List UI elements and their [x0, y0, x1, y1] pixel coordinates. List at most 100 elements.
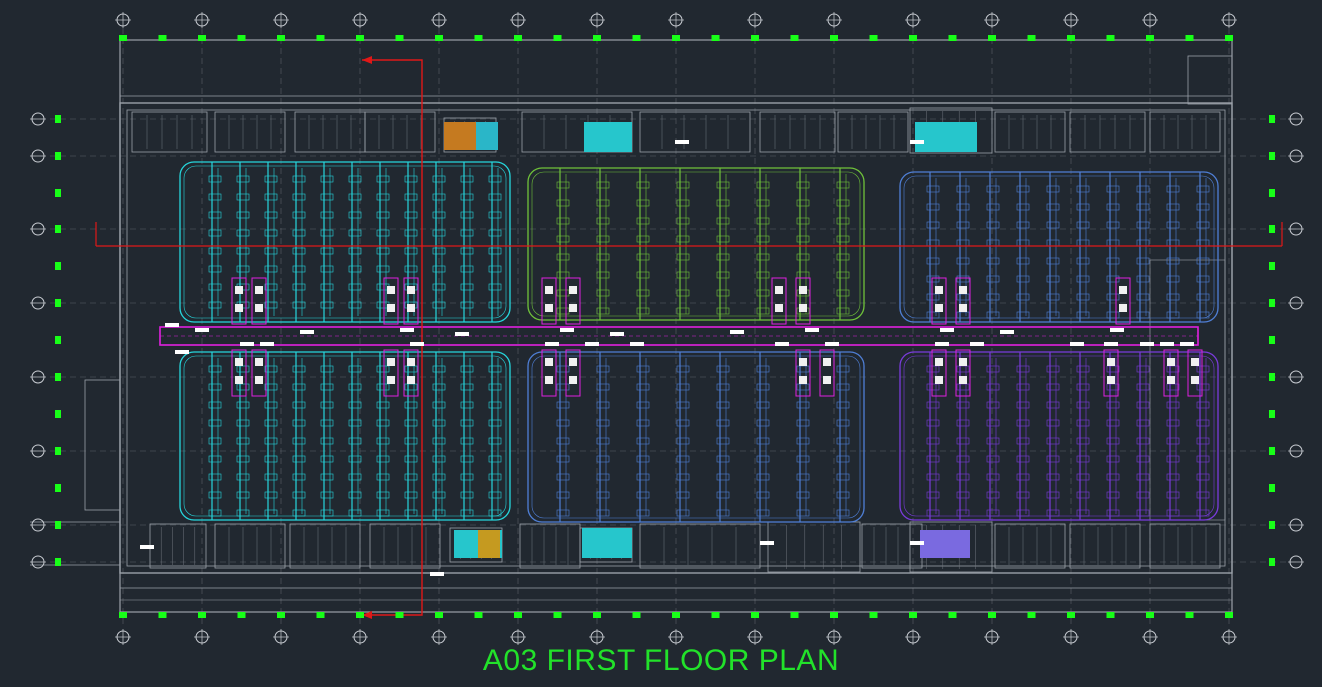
air-handling-unit	[1163, 349, 1179, 397]
duct-zone-cyan-north-diffuser	[460, 301, 474, 309]
annotation-tag	[675, 140, 689, 144]
duct-zone-blue-west-diffuser	[756, 419, 770, 427]
duct-zone-blue-west-diffuser	[716, 491, 730, 499]
unit-label-block	[799, 286, 807, 294]
column-marker	[158, 612, 167, 618]
duct-zone-cyan-north-diffuser	[460, 265, 474, 273]
duct-zone-cyan-south-diffuser	[348, 437, 362, 445]
air-handling-unit	[541, 349, 557, 397]
column-marker	[1269, 299, 1275, 307]
duct-zone-green-diffuser	[556, 217, 570, 225]
duct-zone-violet-diffuser	[1046, 473, 1060, 481]
duct-zone-cyan-south-diffuser	[432, 437, 446, 445]
duct-zone-cyan-south-diffuser	[460, 365, 474, 373]
duct-zone-green-diffuser	[796, 181, 810, 189]
duct-zone-violet-diffuser	[986, 455, 1000, 463]
duct-zone-violet-diffuser	[1046, 455, 1060, 463]
duct-zone-blue-west-diffuser	[716, 365, 730, 373]
duct-zone-cyan-south-diffuser	[292, 491, 306, 499]
column-marker	[909, 612, 917, 618]
column-marker	[356, 35, 364, 41]
duct-zone-cyan-south-diffuser	[432, 455, 446, 463]
duct-zone-cyan-south-diffuser	[236, 437, 250, 445]
duct-zone-violet-diffuser	[1106, 401, 1120, 409]
duct-zone-green-diffuser	[636, 289, 650, 297]
duct-zone-blue-east-diffuser	[1076, 293, 1090, 301]
duct-zone-cyan-south-diffuser	[208, 401, 222, 409]
duct-zone-green-diffuser	[596, 181, 610, 189]
unit-label-block	[775, 304, 783, 312]
duct-zone-violet-diffuser	[926, 437, 940, 445]
duct-zone-cyan-south-diffuser	[292, 473, 306, 481]
duct-zone-blue-west-diffuser	[676, 491, 690, 499]
duct-zone-green-diffuser	[556, 235, 570, 243]
duct-zone-cyan-south-diffuser	[348, 365, 362, 373]
duct-zone-cyan-north-diffuser	[404, 211, 418, 219]
service-core	[519, 523, 581, 569]
duct-zone-blue-east-diffuser	[956, 275, 970, 283]
annotation-tag	[560, 328, 574, 332]
column-marker	[474, 35, 483, 41]
unit-label-block	[1119, 304, 1127, 312]
duct-zone-blue-east-diffuser	[926, 293, 940, 301]
duct-zone-green-diffuser	[676, 199, 690, 207]
duct-zone-cyan-south-diffuser	[264, 509, 278, 517]
duct-zone-cyan-south-diffuser	[488, 437, 502, 445]
duct-zone-cyan-south-diffuser	[432, 509, 446, 517]
column-marker	[1225, 35, 1233, 41]
duct-zone-blue-east-diffuser	[1136, 203, 1150, 211]
unit-label-block	[959, 376, 967, 384]
duct-zone-violet-diffuser	[956, 419, 970, 427]
column-marker	[356, 612, 364, 618]
duct-zone-cyan-south-diffuser	[432, 491, 446, 499]
unit-label-block	[935, 376, 943, 384]
duct-zone-cyan-south-diffuser	[320, 365, 334, 373]
duct-zone-cyan-north-diffuser	[432, 193, 446, 201]
column-marker	[1269, 225, 1275, 233]
annotation-tag	[1000, 330, 1014, 334]
duct-zone-cyan-north-diffuser	[376, 175, 390, 183]
duct-zone-blue-west-diffuser	[796, 473, 810, 481]
duct-zone-violet-diffuser	[1076, 365, 1090, 373]
duct-zone-blue-west-diffuser	[636, 437, 650, 445]
duct-zone-blue-east-diffuser	[1166, 293, 1180, 301]
duct-zone-violet-diffuser	[1166, 437, 1180, 445]
duct-zone-violet-diffuser	[956, 401, 970, 409]
duct-zone-blue-east-diffuser	[1106, 203, 1120, 211]
column-marker	[1106, 612, 1115, 618]
unit-label-block	[387, 358, 395, 366]
duct-zone-blue-west-diffuser	[636, 509, 650, 517]
duct-zone-cyan-south-diffuser	[432, 365, 446, 373]
duct-zone-blue-east-diffuser	[926, 185, 940, 193]
air-handling-unit	[795, 349, 811, 397]
duct-zone-green-diffuser	[716, 271, 730, 279]
annotation-tag	[730, 330, 744, 334]
duct-zone-cyan-north-diffuser	[208, 193, 222, 201]
duct-zone-blue-east-diffuser	[1196, 185, 1210, 193]
stair-and-service-cores	[131, 107, 1221, 573]
duct-zone-blue-east-diffuser	[1016, 293, 1030, 301]
duct-zone-cyan-north-diffuser	[320, 301, 334, 309]
drawing-title: A03 FIRST FLOOR PLAN	[482, 644, 840, 677]
annotation-tag	[1104, 342, 1118, 346]
duct-zone-blue-east-diffuser	[986, 239, 1000, 247]
duct-zone-cyan-south-diffuser	[208, 491, 222, 499]
duct-zone-cyan-south-diffuser	[488, 473, 502, 481]
annotation-tag	[195, 328, 209, 332]
duct-zone-violet-diffuser	[1046, 509, 1060, 517]
duct-zone-green-diffuser	[796, 253, 810, 261]
duct-zone-cyan-south-diffuser	[348, 383, 362, 391]
duct-zone-blue-west-diffuser	[596, 419, 610, 427]
duct-zone-cyan-north-diffuser	[432, 247, 446, 255]
annotation-tag	[910, 541, 924, 545]
column-marker	[790, 35, 799, 41]
column-marker	[751, 612, 759, 618]
duct-zone-cyan-north-diffuser	[432, 229, 446, 237]
duct-zone-violet-diffuser	[956, 437, 970, 445]
duct-zone-violet-diffuser	[1016, 437, 1030, 445]
duct-zone-cyan-south-diffuser	[404, 437, 418, 445]
duct-zone-cyan-south-diffuser	[236, 401, 250, 409]
column-marker	[158, 35, 167, 41]
annotation-tag	[775, 342, 789, 346]
duct-zone-violet-diffuser	[1196, 419, 1210, 427]
